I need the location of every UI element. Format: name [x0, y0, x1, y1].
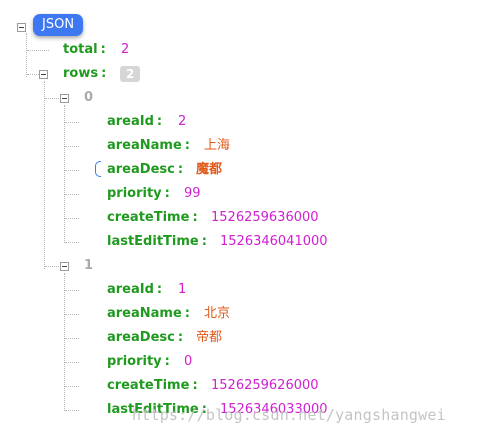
root-label: JSON	[42, 17, 75, 32]
key-areaId: areaId:	[107, 282, 163, 297]
tree-line-rows	[44, 81, 45, 269]
value-areaName: 北京	[204, 306, 231, 321]
key-areaName: areaName:	[107, 138, 190, 153]
value-areaId: 2	[178, 114, 187, 129]
tree-line-root	[26, 33, 27, 77]
root-json-badge[interactable]: JSON	[33, 14, 84, 36]
tree-line-row0	[64, 105, 65, 243]
tree-branch-row1	[45, 266, 59, 267]
value-createTime: 1526259626000	[211, 378, 319, 393]
selection-caret	[95, 161, 101, 177]
value-createTime: 1526259636000	[211, 210, 319, 225]
key-areaId: areaId:	[107, 114, 163, 129]
collapse-toggle-row0[interactable]	[60, 94, 69, 103]
tree-branch-row0	[45, 98, 59, 99]
tree-branch-row1-areaName	[65, 314, 79, 315]
key-lastEditTime: lastEditTime:	[107, 234, 207, 249]
collapse-toggle-rows[interactable]	[39, 70, 48, 79]
value-priority: 99	[184, 186, 201, 201]
key-priority: priority:	[107, 354, 170, 369]
key-lastEditTime: lastEditTime:	[107, 402, 207, 417]
key-areaDesc: areaDesc:	[107, 330, 184, 345]
collapse-toggle-row1[interactable]	[60, 262, 69, 271]
tree-branch-rows	[27, 74, 39, 75]
tree-branch-row0-areaName	[65, 146, 79, 147]
tree-branch-total	[27, 50, 49, 51]
tree-branch-row0-lastEditTime	[65, 242, 79, 243]
key-createTime: createTime:	[107, 210, 198, 225]
value-total: 2	[121, 42, 130, 57]
value-priority: 0	[184, 354, 193, 369]
key-areaName: areaName:	[107, 306, 190, 321]
collapse-toggle-root[interactable]	[17, 23, 26, 32]
key-createTime: createTime:	[107, 378, 198, 393]
tree-branch-row0-createTime	[65, 218, 79, 219]
value-areaDesc[interactable]: 魔都	[196, 162, 223, 177]
value-lastEditTime: 1526346041000	[220, 234, 328, 249]
key-areaDesc: areaDesc:	[107, 162, 184, 177]
tree-branch-row0-areaDesc	[65, 170, 79, 171]
row-index-0: 0	[84, 90, 94, 105]
watermark: https://blog.csdn.net/yangshangwei	[132, 406, 446, 424]
tree-branch-row1-areaDesc	[65, 338, 79, 339]
row-index-1: 1	[84, 258, 94, 273]
tree-branch-row1-areaId	[65, 290, 79, 291]
tree-branch-row1-createTime	[65, 386, 79, 387]
rows-count-badge: 2	[120, 66, 141, 82]
value-areaName: 上海	[204, 138, 231, 153]
tree-line-row1	[64, 273, 65, 411]
key-rows: rows:	[63, 66, 107, 81]
value-lastEditTime: 1526346033000	[220, 402, 328, 417]
value-areaId: 1	[178, 282, 187, 297]
tree-branch-row0-areaId	[65, 122, 79, 123]
key-priority: priority:	[107, 186, 170, 201]
value-areaDesc: 帝都	[196, 330, 223, 345]
tree-branch-row1-lastEditTime	[65, 410, 79, 411]
tree-branch-row1-priority	[65, 362, 79, 363]
key-total: total:	[63, 42, 106, 57]
tree-branch-row0-priority	[65, 194, 79, 195]
